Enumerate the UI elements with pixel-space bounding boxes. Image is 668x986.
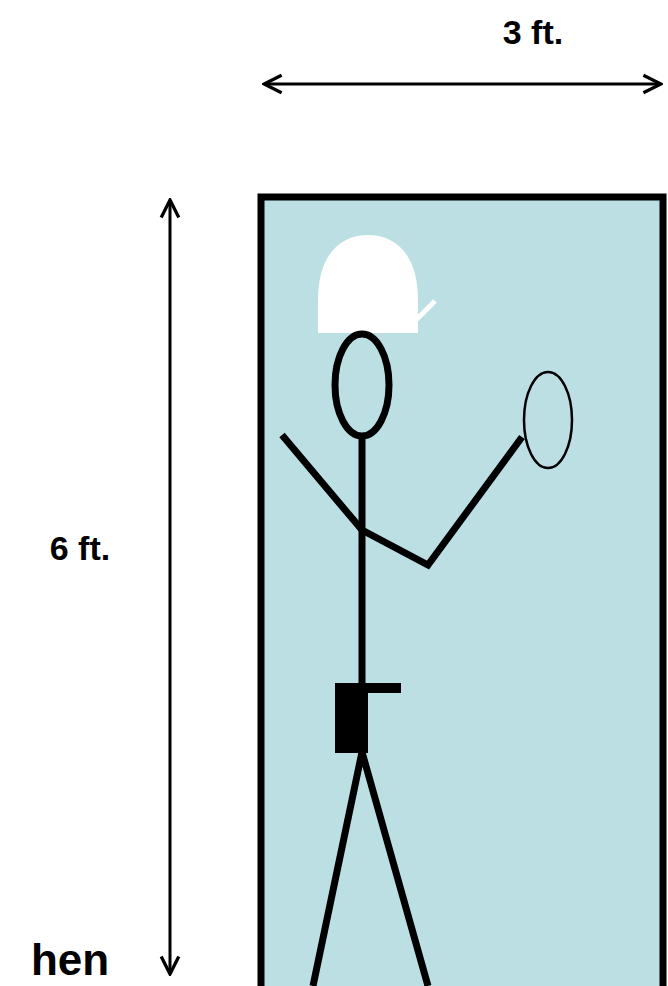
arms: [282, 435, 522, 565]
hard-hat: [318, 235, 418, 333]
hat-brim: [416, 301, 435, 320]
head: [335, 334, 389, 436]
width-label: 3 ft.: [503, 15, 563, 49]
belt-device: [335, 683, 368, 753]
legs: [313, 752, 428, 986]
space-outline: [261, 197, 663, 986]
height-label: 6 ft.: [50, 531, 110, 565]
caption-fragment: hen: [31, 938, 109, 982]
hand-object: [524, 372, 572, 468]
width-dimension: [264, 83, 661, 86]
height-dimension: [169, 200, 172, 974]
belt: [335, 683, 401, 693]
